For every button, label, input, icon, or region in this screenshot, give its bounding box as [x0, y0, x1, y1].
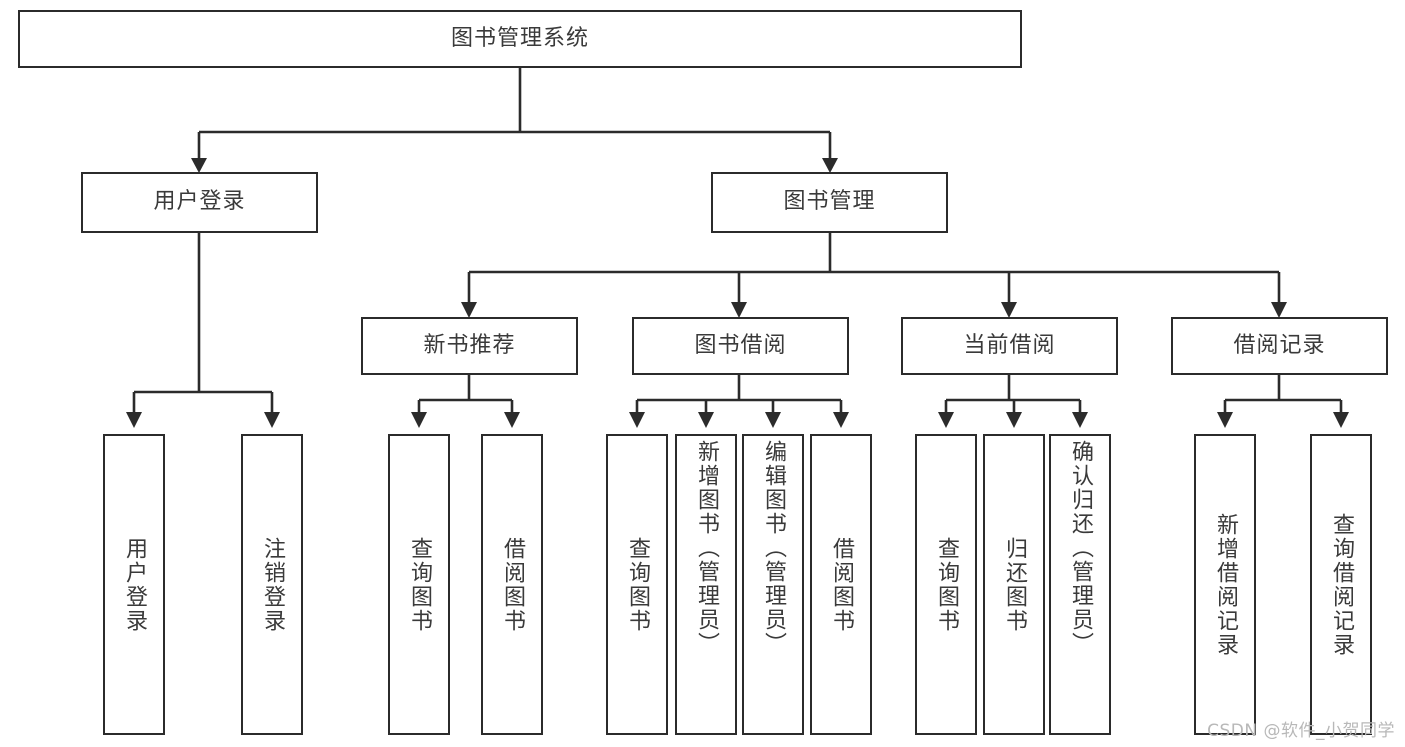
node-label: 查询借阅记录 [1328, 512, 1354, 657]
leaf-add-book-admin[interactable]: 新增图书（管理员） [675, 434, 737, 735]
leaf-borrow-book-new[interactable]: 借阅图书 [481, 434, 543, 735]
node-label: 归还图书 [1001, 536, 1027, 633]
node-label: 新增借阅记录 [1212, 512, 1238, 657]
connector-borrowrecord-to-leaves [1217, 375, 1349, 428]
node-label: 图书管理系统 [450, 25, 589, 51]
node-label: 查询图书 [933, 536, 959, 633]
leaf-query-book-borrow[interactable]: 查询图书 [606, 434, 668, 735]
leaf-confirm-return-admin[interactable]: 确认归还（管理员） [1049, 434, 1111, 735]
node-label: 新增图书（管理员） [693, 440, 719, 656]
connector-bookmgmt-to-level3 [461, 233, 1287, 318]
node-root-book-management-system[interactable]: 图书管理系统 [18, 10, 1022, 68]
leaf-query-book-current[interactable]: 查询图书 [915, 434, 977, 735]
node-label: 借阅图书 [499, 536, 525, 633]
connector-root-to-level2 [191, 68, 838, 173]
leaf-return-book[interactable]: 归还图书 [983, 434, 1045, 735]
leaf-user-login[interactable]: 用户登录 [103, 434, 165, 735]
connector-newbook-to-leaves [411, 375, 520, 428]
node-label: 查询图书 [624, 536, 650, 633]
connector-bookborrow-to-leaves [629, 375, 849, 428]
node-current-borrow[interactable]: 当前借阅 [901, 317, 1118, 375]
node-label: 用户登录 [121, 536, 147, 633]
node-user-login[interactable]: 用户登录 [81, 172, 318, 233]
node-label: 借阅记录 [1233, 332, 1326, 358]
node-label: 编辑图书（管理员） [760, 440, 786, 656]
node-label: 用户登录 [153, 189, 246, 215]
node-book-borrow[interactable]: 图书借阅 [632, 317, 849, 375]
connector-userlogin-to-leaves [126, 233, 280, 428]
leaf-user-logout[interactable]: 注销登录 [241, 434, 303, 735]
node-label: 新书推荐 [423, 332, 516, 358]
leaf-query-book-new[interactable]: 查询图书 [388, 434, 450, 735]
node-book-management[interactable]: 图书管理 [711, 172, 948, 233]
csdn-watermark: CSDN @软件_小贺同学 [1207, 721, 1395, 741]
leaf-edit-book-admin[interactable]: 编辑图书（管理员） [742, 434, 804, 735]
node-label: 图书借阅 [694, 332, 787, 358]
leaf-add-borrow-record[interactable]: 新增借阅记录 [1194, 434, 1256, 735]
node-label: 图书管理 [783, 189, 876, 215]
node-borrow-record[interactable]: 借阅记录 [1171, 317, 1388, 375]
node-label: 确认归还（管理员） [1067, 440, 1093, 656]
connector-currentborrow-to-leaves [938, 375, 1088, 428]
node-label: 注销登录 [259, 536, 285, 633]
node-label: 当前借阅 [963, 332, 1056, 358]
node-new-book-recommend[interactable]: 新书推荐 [361, 317, 578, 375]
node-label: 借阅图书 [828, 536, 854, 633]
node-label: 查询图书 [406, 536, 432, 633]
leaf-query-borrow-record[interactable]: 查询借阅记录 [1310, 434, 1372, 735]
leaf-borrow-book-borrow[interactable]: 借阅图书 [810, 434, 872, 735]
